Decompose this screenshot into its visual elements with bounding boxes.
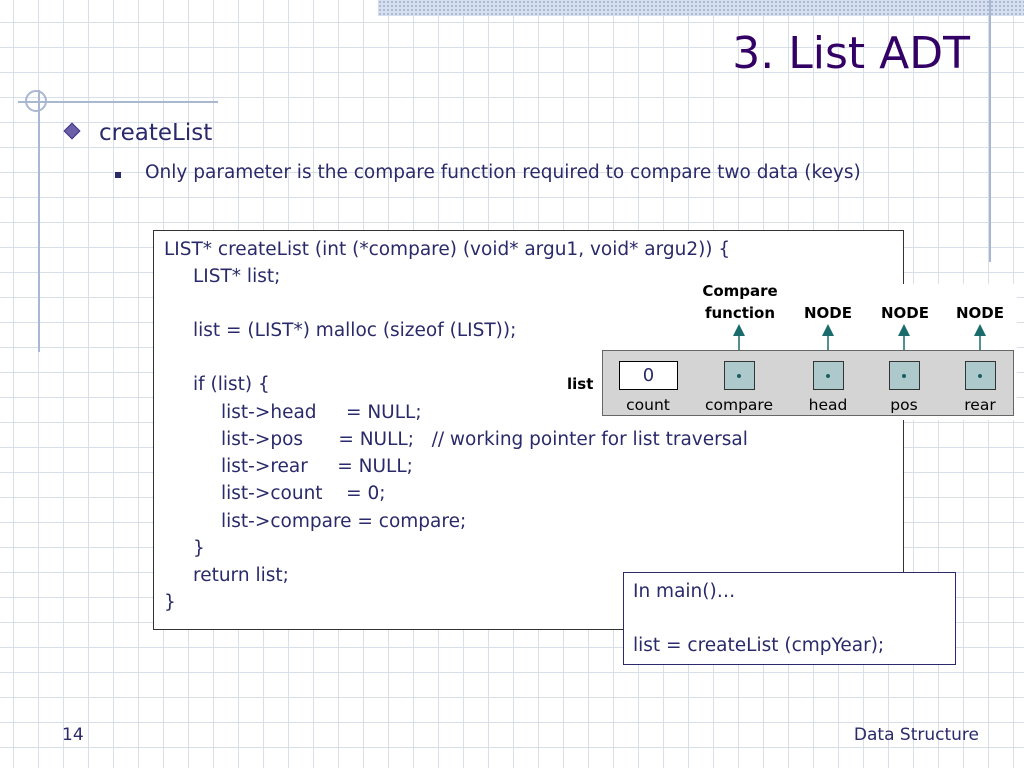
code-line: list->compare = compare; [221,511,467,532]
code-line: return list; [193,565,289,586]
code-line: LIST* list; [193,266,281,287]
count-value-box: 0 [619,361,678,390]
decorative-vertical-line [38,90,40,352]
field-label-compare: compare [704,396,773,414]
code-line: if (list) { [193,374,270,395]
page-number: 14 [62,725,84,745]
main-line: list = createList (cmpYear); [633,635,885,656]
compare-pointer-box [724,361,755,390]
decorative-vertical-line [989,0,991,262]
decorative-top-band [378,0,1024,16]
code-line: } [164,592,176,613]
head-pointer-box [813,361,844,390]
pos-pointer-box [889,361,920,390]
rear-pointer-box [965,361,996,390]
list-structure-diagram: Compare function NODE NODE NODE list 0 c… [565,282,1017,420]
diamond-bullet-icon [63,122,81,140]
compare-function-label-line2: function [704,304,776,322]
node-label-pos: NODE [880,304,929,322]
code-line: list->rear = NULL; [221,456,413,477]
slide-title: 3. List ADT [732,28,970,79]
code-line: list->pos = NULL; // working pointer for… [221,429,748,450]
code-line: } [193,538,205,559]
field-label-head: head [808,396,848,414]
footer-text: Data Structure [853,725,979,745]
bullet-level1: createList [99,120,213,146]
decorative-circle [25,90,47,112]
square-bullet-icon [115,172,121,178]
node-label-head: NODE [803,304,852,322]
decorative-horizontal-line [18,101,218,103]
code-line: list = (LIST*) malloc (sizeof (LIST)); [193,320,517,341]
code-line: LIST* createList (int (*compare) (void* … [164,239,731,260]
field-label-pos: pos [890,396,918,414]
compare-function-label: Compare [702,282,778,300]
list-variable-label: list [567,375,594,393]
code-line: list->count = 0; [221,483,386,504]
bullet-level2: Only parameter is the compare function r… [145,162,861,183]
main-usage-box: In main()… list = createList (cmpYear); [623,572,956,665]
field-label-count: count [626,396,670,414]
node-label-rear: NODE [955,304,1004,322]
code-line: list->head = NULL; [221,402,422,423]
main-line: In main()… [633,581,736,602]
field-label-rear: rear [964,396,996,414]
